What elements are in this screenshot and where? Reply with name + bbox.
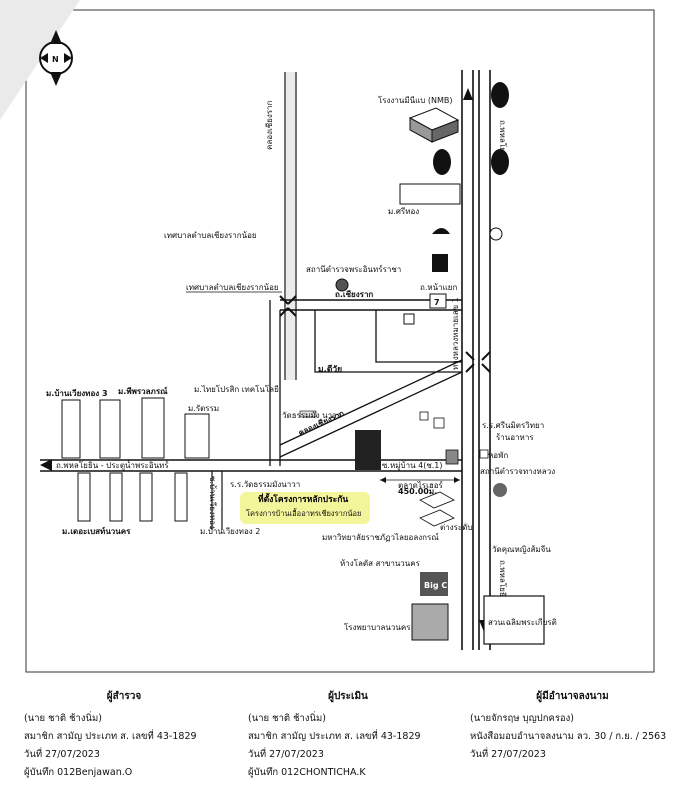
location-map: N ถ.พหลโยธิน ทางหลวงหมายเลข 1 ถ.พหลโยธิน…	[0, 0, 655, 673]
signer-name: (นายจักรฤษ บุญปกครอง)	[470, 713, 574, 724]
label-intersection-2: ต่างระดับ	[440, 523, 472, 532]
site-label: ที่ตั้งโครงการหลักประกัน	[258, 492, 348, 505]
label-mall: ห้างโลตัส สาขานวนคร	[340, 558, 421, 568]
site-marker	[355, 430, 381, 470]
signer-member: สมาชิก สามัญ ประเภท ส. เลขที่ 43-1829	[248, 731, 421, 742]
label-intersection-1: ถ.หน้าแยก	[420, 283, 457, 292]
label-shop: ร้านอาหาร	[496, 433, 534, 442]
big-c-icon	[420, 572, 448, 596]
school-left-label: ร.ร.วัดธรรมมังนาวา	[230, 480, 300, 489]
road-label-highway: ทางหลวงหมายเลข 1	[451, 297, 460, 370]
factory-label: โรงงานมีนีแบ (NMB)	[378, 95, 453, 105]
map-frame	[25, 9, 655, 673]
label-m-daeng: ม.เดอะเบสท์นวนคร	[62, 526, 131, 536]
signature-surveyor: ผู้สำรวจ (นาย ชาติ ช้างนิ่ม) สมาชิก สามั…	[24, 688, 224, 782]
label-school-right: ร.ร.ศรีนมิตรวิทยา	[482, 421, 544, 430]
role-label: ผู้สำรวจ	[106, 691, 142, 702]
left-main-road	[40, 459, 462, 472]
big-c-label: Big C	[424, 581, 447, 590]
seven-eleven-icon	[429, 293, 447, 309]
label-park: สวนเฉลิมพระเกียรติ	[488, 618, 557, 627]
distance-label: 450.00ม.	[398, 487, 437, 496]
village-road-label: ซ.หมู่บ้าน 4(ช.1)	[382, 461, 443, 471]
label-wat-right: วัดคุณหญิงส้มจีน	[492, 545, 551, 554]
signer-recorder: ผู้บันทึก 012CHONTICHA.K	[248, 767, 366, 778]
signer-date: วันที่ 27/07/2023	[24, 749, 100, 760]
signer-name: (นาย ชาติ ช้างนิ่ม)	[248, 713, 326, 724]
road-label-chiang-rak: ถ.เชียงราก	[335, 289, 373, 299]
label-sirithong: ม.ศรีทอง	[388, 207, 419, 216]
bank-icons	[432, 227, 503, 272]
label-hospital: โรงพยาบาลนวนคร	[344, 622, 411, 632]
label-tessaban-2: เทศบาลตำบลเชียงรากน้อย	[186, 283, 279, 292]
label-wat-rattham: วัดธรรมมัง นาวา	[282, 411, 341, 420]
role-label: ผู้มีอำนาจลงนาม	[536, 691, 609, 702]
arrow-left-icon	[40, 459, 52, 471]
label-polytech: ม.ไทยโปรสิก เทคโนโลยี	[194, 384, 279, 394]
label-village-3: ม.บ้านเวียงทอง 3	[46, 388, 108, 398]
label-pholsawat: ม.พีพรวลภรณ์	[118, 386, 168, 396]
road-label-m-dee-wai: ม.ดีวัย	[318, 364, 342, 375]
seven-eleven-label: 7	[434, 298, 440, 307]
label-dorm: หอพัก	[488, 451, 508, 460]
road-label-phahonyothin: ถ.พหลโยธิน	[498, 120, 508, 163]
signer-member: หนังสือมอบอำนาจลงนาม ลว. 30 / ก.ย. / 256…	[470, 731, 667, 742]
signature-authorized: ผู้มีอำนาจลงนาม (นายจักรฤษ บุญปกครอง) หน…	[470, 688, 675, 764]
village-blocks	[61, 397, 210, 522]
diagonal-road	[279, 359, 463, 458]
road-label-left: ถ.พหลโยธิน - ประตูน้ำพระอินทร์	[56, 459, 169, 471]
police-right-icon	[493, 483, 507, 497]
canal-vertical	[284, 72, 297, 380]
label-police: สถานีตำรวจพระอินทร์ราชา	[306, 264, 401, 274]
label-market: ตลาดไรเฮอร์	[398, 480, 444, 490]
police-icon	[335, 278, 349, 292]
overpass-icon	[279, 295, 491, 373]
signature-appraiser: ผู้ประเมิน (นาย ชาติ ช้างนิ่ม) สมาชิก สา…	[248, 688, 448, 782]
label-tessaban-1: เทศบาลตำบลเชียงรากน้อย	[164, 231, 257, 240]
canal-label: คลองเชียงราก	[265, 100, 274, 150]
site-highlight	[240, 492, 370, 524]
project-label: โครงการบ้านเอื้ออาทรเชียงรากน้อย	[246, 508, 361, 518]
m-sirithong-block	[399, 183, 461, 205]
compass-letter: N	[52, 55, 59, 64]
signer-date: วันที่ 27/07/2023	[248, 749, 324, 760]
compass-icon: N	[39, 30, 73, 86]
label-rattham: ม.รัตรรม	[188, 404, 219, 413]
road-label-vertical-left: ซ.บ้านเวียงทอง	[208, 476, 217, 529]
signer-date: วันที่ 27/07/2023	[470, 749, 546, 760]
label-police-right: สถานีตำรวจทางหลวง	[480, 467, 555, 476]
signer-name: (นาย ชาติ ช้างนิ่ม)	[24, 713, 102, 724]
arrow-up-icon	[463, 88, 473, 100]
label-village-2: ม.บ้านเวียงทอง 2	[200, 527, 260, 536]
role-label: ผู้ประเมิน	[328, 691, 368, 702]
ptt-icon	[433, 82, 509, 175]
park-block	[483, 595, 545, 645]
hospital-icon	[411, 603, 449, 641]
loop-road	[269, 300, 462, 466]
signer-member: สมาชิก สามัญ ประเภท ส. เลขที่ 43-1829	[24, 731, 197, 742]
signer-recorder: ผู้บันทึก 012Benjawan.O	[24, 767, 133, 778]
factory-icon	[408, 107, 460, 143]
label-university: มหาวิทยาลัยราชภัฏวไลยอลงกรณ์	[322, 532, 439, 542]
